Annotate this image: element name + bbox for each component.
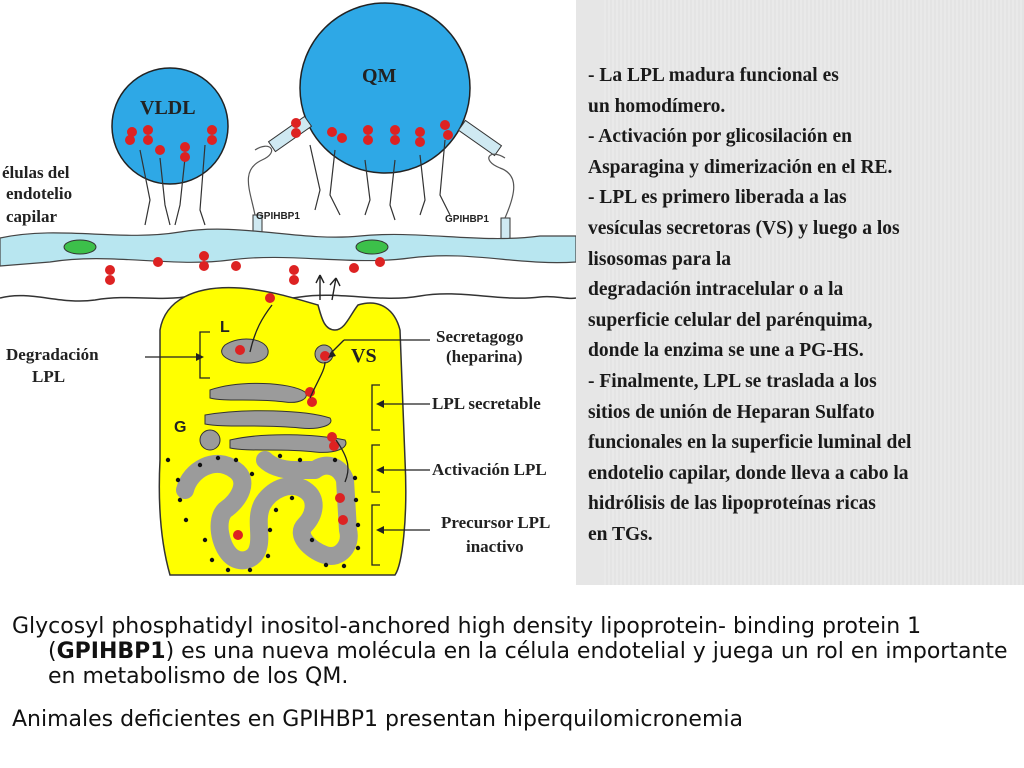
precursor-label-2: inactivo xyxy=(466,537,524,556)
degradacion-label-1: Degradación xyxy=(6,345,99,364)
note-line: vesículas secretoras (VS) y luego a los xyxy=(588,217,900,239)
plasma-membrane xyxy=(0,293,577,302)
rough-er xyxy=(176,451,358,570)
note-line: lisosomas para la xyxy=(588,248,732,270)
gpihbp1-anchor-right xyxy=(457,119,503,157)
lpl-secretable-label: LPL secretable xyxy=(432,394,541,413)
note-line: degradación intracelular o a la xyxy=(588,279,844,301)
notes-panel: - La LPL madura funcional es un homodíme… xyxy=(576,0,1024,585)
note-line: - La LPL madura funcional es xyxy=(588,65,839,86)
endothelium-label-2: endotelio xyxy=(6,184,72,203)
nucleus-left xyxy=(63,239,97,255)
activacion-label: Activación LPL xyxy=(432,460,547,479)
note-line: superficie celular del parénquima, xyxy=(588,309,873,331)
golgi-label: G xyxy=(174,419,186,436)
notes-list: - La LPL madura funcional es un homodíme… xyxy=(588,61,1018,551)
slide-caption: Glycosyl phosphatidyl inositol-anchored … xyxy=(12,614,1012,732)
lpl-pathway-diagram: VLDL QM élulas del endotelio capilar GPI… xyxy=(0,2,577,576)
gpihbp1-label-a: GPIHBP1 xyxy=(256,211,300,222)
note-line: un homodímero. xyxy=(588,95,726,117)
note-line: funcionales en la superficie luminal del xyxy=(588,432,912,454)
vldl-label: VLDL xyxy=(140,97,196,119)
qm-particle xyxy=(299,2,471,174)
note-line: donde la enzima se une a PG-HS. xyxy=(588,340,864,362)
note-line: - Finalmente, LPL se traslada a los xyxy=(588,370,877,392)
gpihbp1-bold: GPIHBP1 xyxy=(56,639,166,664)
vs-label: VS xyxy=(351,345,377,367)
gpihbp1-label-b: GPIHBP1 xyxy=(445,214,489,225)
note-line: en TGs. xyxy=(588,523,653,545)
lysosome-label: L xyxy=(220,319,230,336)
note-line: endotelio capilar, donde lleva a cabo la xyxy=(588,462,909,484)
endothelium-label-1: élulas del xyxy=(2,163,70,182)
endothelium-label-3: capilar xyxy=(6,207,57,226)
qm-label: QM xyxy=(362,65,397,87)
note-line: hidrólisis de las lipoproteínas ricas xyxy=(588,493,876,515)
secretagogo-label-1: Secretagogo xyxy=(436,327,524,346)
degradacion-label-2: LPL xyxy=(32,367,65,386)
note-line: - LPL es primero liberada a las xyxy=(588,187,847,209)
note-line: sitios de unión de Heparan Sulfato xyxy=(588,401,875,423)
secretagogo-label-2: (heparina) xyxy=(446,347,523,366)
precursor-label-1: Precursor LPL xyxy=(441,513,550,532)
gpihbp1-anchor-left xyxy=(267,115,313,153)
caption-paragraph-1: Glycosyl phosphatidyl inositol-anchored … xyxy=(12,614,1008,689)
note-line: - Activación por glicosilación en xyxy=(588,126,852,148)
note-line: Asparagina y dimerización en el RE. xyxy=(588,156,893,178)
parenchymal-cell xyxy=(158,286,407,576)
nucleus-middle xyxy=(355,239,389,255)
caption-paragraph-2: Animales deficientes en GPIHBP1 presenta… xyxy=(12,707,743,732)
